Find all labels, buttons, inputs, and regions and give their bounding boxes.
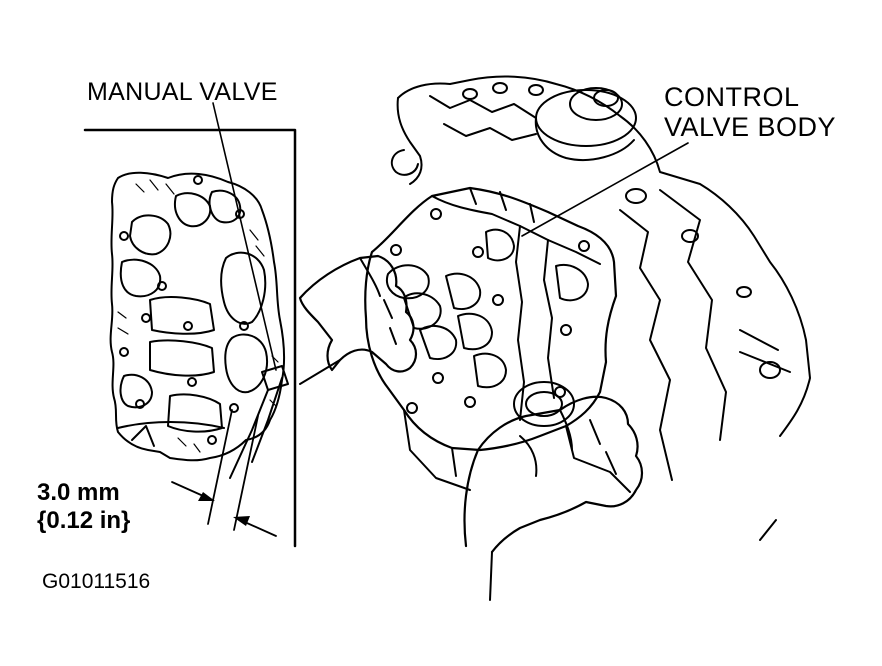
valve-bores — [386, 228, 589, 389]
dimension-in: {0.12 in} — [37, 507, 131, 534]
manual-valve-leader — [212, 102, 277, 371]
left-hand — [298, 254, 418, 373]
dimension-line-right — [233, 415, 259, 531]
control-valve-body-label-line2: VALVE BODY — [664, 112, 837, 142]
figure-code: G01011516 — [42, 570, 151, 593]
valve-bolts — [390, 208, 590, 414]
dimension-line-left — [207, 409, 233, 525]
detail-bolts — [119, 175, 249, 445]
pump-hub — [534, 87, 637, 161]
detail-casting — [109, 171, 286, 462]
control-valve-body-label: CONTROL VALVE BODY — [664, 82, 836, 142]
dimension-label: 3.0 mm {0.12 in} — [37, 479, 130, 535]
valve-port — [513, 381, 575, 427]
inset-frame — [83, 128, 297, 548]
dimension-mm: 3.0 mm — [37, 479, 120, 506]
detail-inset — [83, 102, 297, 548]
control-valve-body-leader — [521, 142, 689, 237]
main-assembly — [298, 75, 811, 601]
control-valve-body-label-line1: CONTROL — [664, 82, 800, 112]
control-valve-body — [364, 186, 618, 452]
case-bolts — [462, 82, 781, 379]
right-hand — [463, 395, 644, 554]
transmission-case — [397, 75, 811, 541]
manual-valve-label: MANUAL VALVE — [87, 78, 278, 106]
